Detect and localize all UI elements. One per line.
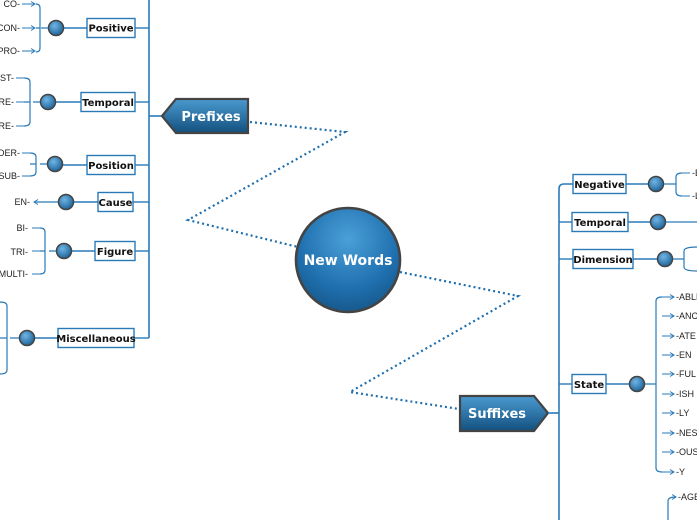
suffix-item: -EN bbox=[676, 350, 692, 360]
prefixes-label: Prefixes bbox=[181, 110, 241, 125]
group-label: Dimension bbox=[573, 255, 632, 266]
group-dimension[interactable]: Dimension bbox=[559, 246, 697, 272]
group-box[interactable] bbox=[97, 191, 134, 213]
prefixes-branch: Positive CO- CON- PRO- Temporal POST- PR… bbox=[0, 0, 250, 375]
group-figure[interactable]: Figure BI- TRI- MULTI- bbox=[0, 223, 149, 279]
group-label: Positive bbox=[88, 24, 133, 35]
suffixes-branch: Suffixes Negative -E -L Temporal bbox=[458, 168, 697, 520]
suffix-item: -NESS bbox=[676, 428, 697, 438]
suffix-item: -LY bbox=[676, 408, 689, 418]
group-temporal[interactable]: Temporal POST- PRE- FORE- bbox=[0, 73, 149, 131]
collapse-knob[interactable] bbox=[18, 329, 36, 347]
collapse-knob[interactable] bbox=[628, 375, 646, 393]
group-state[interactable]: State -ABLE -ANCE -ATE -EN -FUL -ISH -LY… bbox=[559, 292, 697, 477]
suffix-item: -ABLE bbox=[676, 292, 697, 302]
group-cause[interactable]: Cause EN- bbox=[15, 191, 150, 213]
suffix-item: -Y bbox=[676, 467, 685, 477]
prefixes-node[interactable]: Prefixes bbox=[160, 97, 250, 135]
connector-suffixes bbox=[346, 270, 522, 411]
suffix-item: -E bbox=[692, 168, 697, 178]
suffix-item: -AGE bbox=[678, 492, 697, 502]
prefix-item: BI- bbox=[16, 223, 28, 233]
prefix-item: UNDER- bbox=[0, 148, 20, 158]
prefix-item: SUB- bbox=[0, 171, 20, 181]
group-suffix-partial[interactable]: -AGE bbox=[667, 492, 697, 520]
collapse-knob[interactable] bbox=[649, 213, 667, 231]
prefix-item: EN- bbox=[15, 197, 31, 207]
group-negative[interactable]: Negative -E -L bbox=[572, 168, 697, 201]
center-node[interactable]: New Words bbox=[294, 206, 402, 314]
prefix-item: POST- bbox=[0, 73, 14, 83]
suffix-item: -ATE bbox=[676, 331, 696, 341]
suffixes-label: Suffixes bbox=[468, 407, 526, 422]
group-label: Position bbox=[88, 161, 134, 172]
group-box[interactable] bbox=[94, 240, 136, 262]
group-label: Miscellaneous bbox=[56, 334, 136, 345]
suffixes-spine bbox=[558, 183, 573, 520]
prefixes-node-shape[interactable] bbox=[160, 97, 250, 135]
collapse-knob[interactable] bbox=[647, 175, 665, 193]
collapse-knob[interactable] bbox=[39, 93, 57, 111]
dotted-connectors bbox=[185, 120, 522, 411]
group-label: State bbox=[574, 380, 605, 391]
group-label: Temporal bbox=[574, 218, 626, 229]
prefix-item: CON- bbox=[0, 23, 20, 33]
prefix-item: CO- bbox=[4, 0, 21, 9]
prefix-item: TRI- bbox=[11, 247, 29, 257]
group-box[interactable] bbox=[57, 327, 135, 349]
group-position[interactable]: Position UNDER- SUB- bbox=[0, 148, 149, 181]
collapse-knob[interactable] bbox=[55, 242, 73, 260]
connector-prefixes bbox=[185, 120, 349, 249]
collapse-knob[interactable] bbox=[656, 250, 674, 268]
suffix-item: -ISH bbox=[676, 389, 694, 399]
group-label: Negative bbox=[574, 180, 625, 191]
collapse-knob[interactable] bbox=[46, 155, 64, 173]
prefix-item: PRE- bbox=[0, 97, 14, 107]
group-suffix-temporal[interactable]: Temporal bbox=[559, 211, 697, 233]
suffix-item: -OUS bbox=[676, 447, 697, 457]
prefix-item: FORE- bbox=[0, 121, 14, 131]
prefix-item: MULTI- bbox=[0, 269, 28, 279]
group-label: Figure bbox=[97, 247, 133, 258]
group-box[interactable] bbox=[86, 17, 136, 39]
suffixes-node[interactable]: Suffixes bbox=[458, 394, 550, 433]
group-label: Cause bbox=[99, 198, 133, 209]
group-positive[interactable]: Positive CO- CON- PRO- bbox=[0, 0, 149, 56]
suffixes-node-shape[interactable] bbox=[458, 394, 550, 433]
group-label: Temporal bbox=[82, 98, 134, 109]
suffix-item: -L bbox=[692, 191, 697, 201]
group-miscellaneous[interactable]: Miscellaneous bbox=[0, 301, 149, 375]
center-node-shape[interactable] bbox=[294, 206, 402, 314]
group-box[interactable] bbox=[80, 91, 136, 113]
collapse-knob[interactable] bbox=[47, 19, 65, 37]
center-label: New Words bbox=[304, 253, 393, 269]
prefix-item: PRO- bbox=[0, 46, 20, 56]
suffix-item: -ANCE bbox=[676, 311, 697, 321]
collapse-knob[interactable] bbox=[57, 193, 75, 211]
suffix-item: -FUL bbox=[676, 369, 696, 379]
group-box[interactable] bbox=[86, 154, 136, 176]
